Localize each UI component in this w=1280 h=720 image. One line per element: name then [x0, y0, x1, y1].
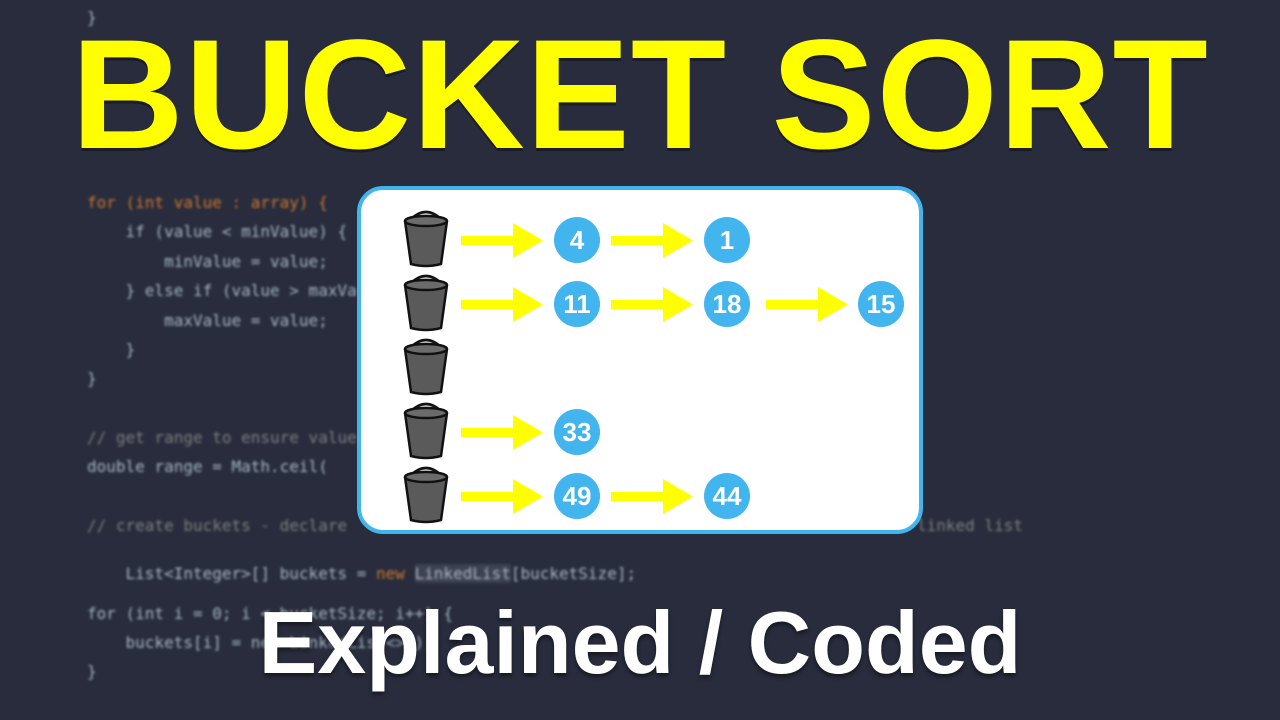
code-keyword: new — [375, 564, 405, 583]
code-token: List<Integer>[] buckets = — [125, 564, 376, 583]
bucket-value-node: 4 — [554, 217, 600, 263]
code-line: } — [87, 369, 97, 388]
page-subtitle: Explained / Coded — [258, 593, 1022, 692]
bucket-icon — [401, 462, 451, 524]
arrow-icon — [461, 476, 545, 516]
code-comment: linked list — [917, 516, 1023, 535]
code-line: } — [87, 662, 97, 681]
code-line: List<Integer>[] buckets = new LinkedList… — [87, 545, 636, 602]
code-token: LinkedList — [414, 564, 511, 583]
bucket-value-node: 49 — [554, 473, 600, 519]
bucket-value-node: 33 — [554, 409, 600, 455]
code-line: for (int i = 0; i < bucketSize; i++) { — [87, 604, 454, 623]
code-comment: // get range to ensure values — [87, 428, 367, 447]
arrow-icon — [766, 284, 850, 324]
arrow-icon — [611, 220, 695, 260]
code-line: if (value < minValue) { — [87, 222, 348, 241]
bucket-icon — [401, 270, 451, 332]
arrow-icon — [611, 284, 695, 324]
bucket-value-node: 11 — [554, 281, 600, 327]
bucket-icon — [401, 206, 451, 268]
code-comment: // create buckets - declare — [87, 516, 348, 535]
bucket-value-node: 1 — [704, 217, 750, 263]
bucket-icon — [401, 398, 451, 460]
bucket-icon — [401, 334, 451, 396]
code-line: } — [87, 8, 97, 27]
bucket-value-node: 18 — [704, 281, 750, 327]
arrow-icon — [461, 284, 545, 324]
code-line: maxValue = value; — [87, 311, 328, 330]
code-line: minValue = value; — [87, 252, 328, 271]
code-line: } — [87, 340, 136, 359]
bucket-value-node: 15 — [858, 281, 904, 327]
code-line: buckets[i] = new LinkedList<>(); — [87, 633, 434, 652]
arrow-icon — [461, 220, 545, 260]
bucket-value-node: 44 — [704, 473, 750, 519]
code-line: for (int value : array) { — [87, 193, 328, 212]
page-title: BUCKET SORT — [71, 8, 1209, 182]
arrow-icon — [461, 412, 545, 452]
code-token: [bucketSize]; — [510, 564, 637, 583]
arrow-icon — [611, 476, 695, 516]
code-line: double range = Math.ceil( — [87, 457, 328, 476]
